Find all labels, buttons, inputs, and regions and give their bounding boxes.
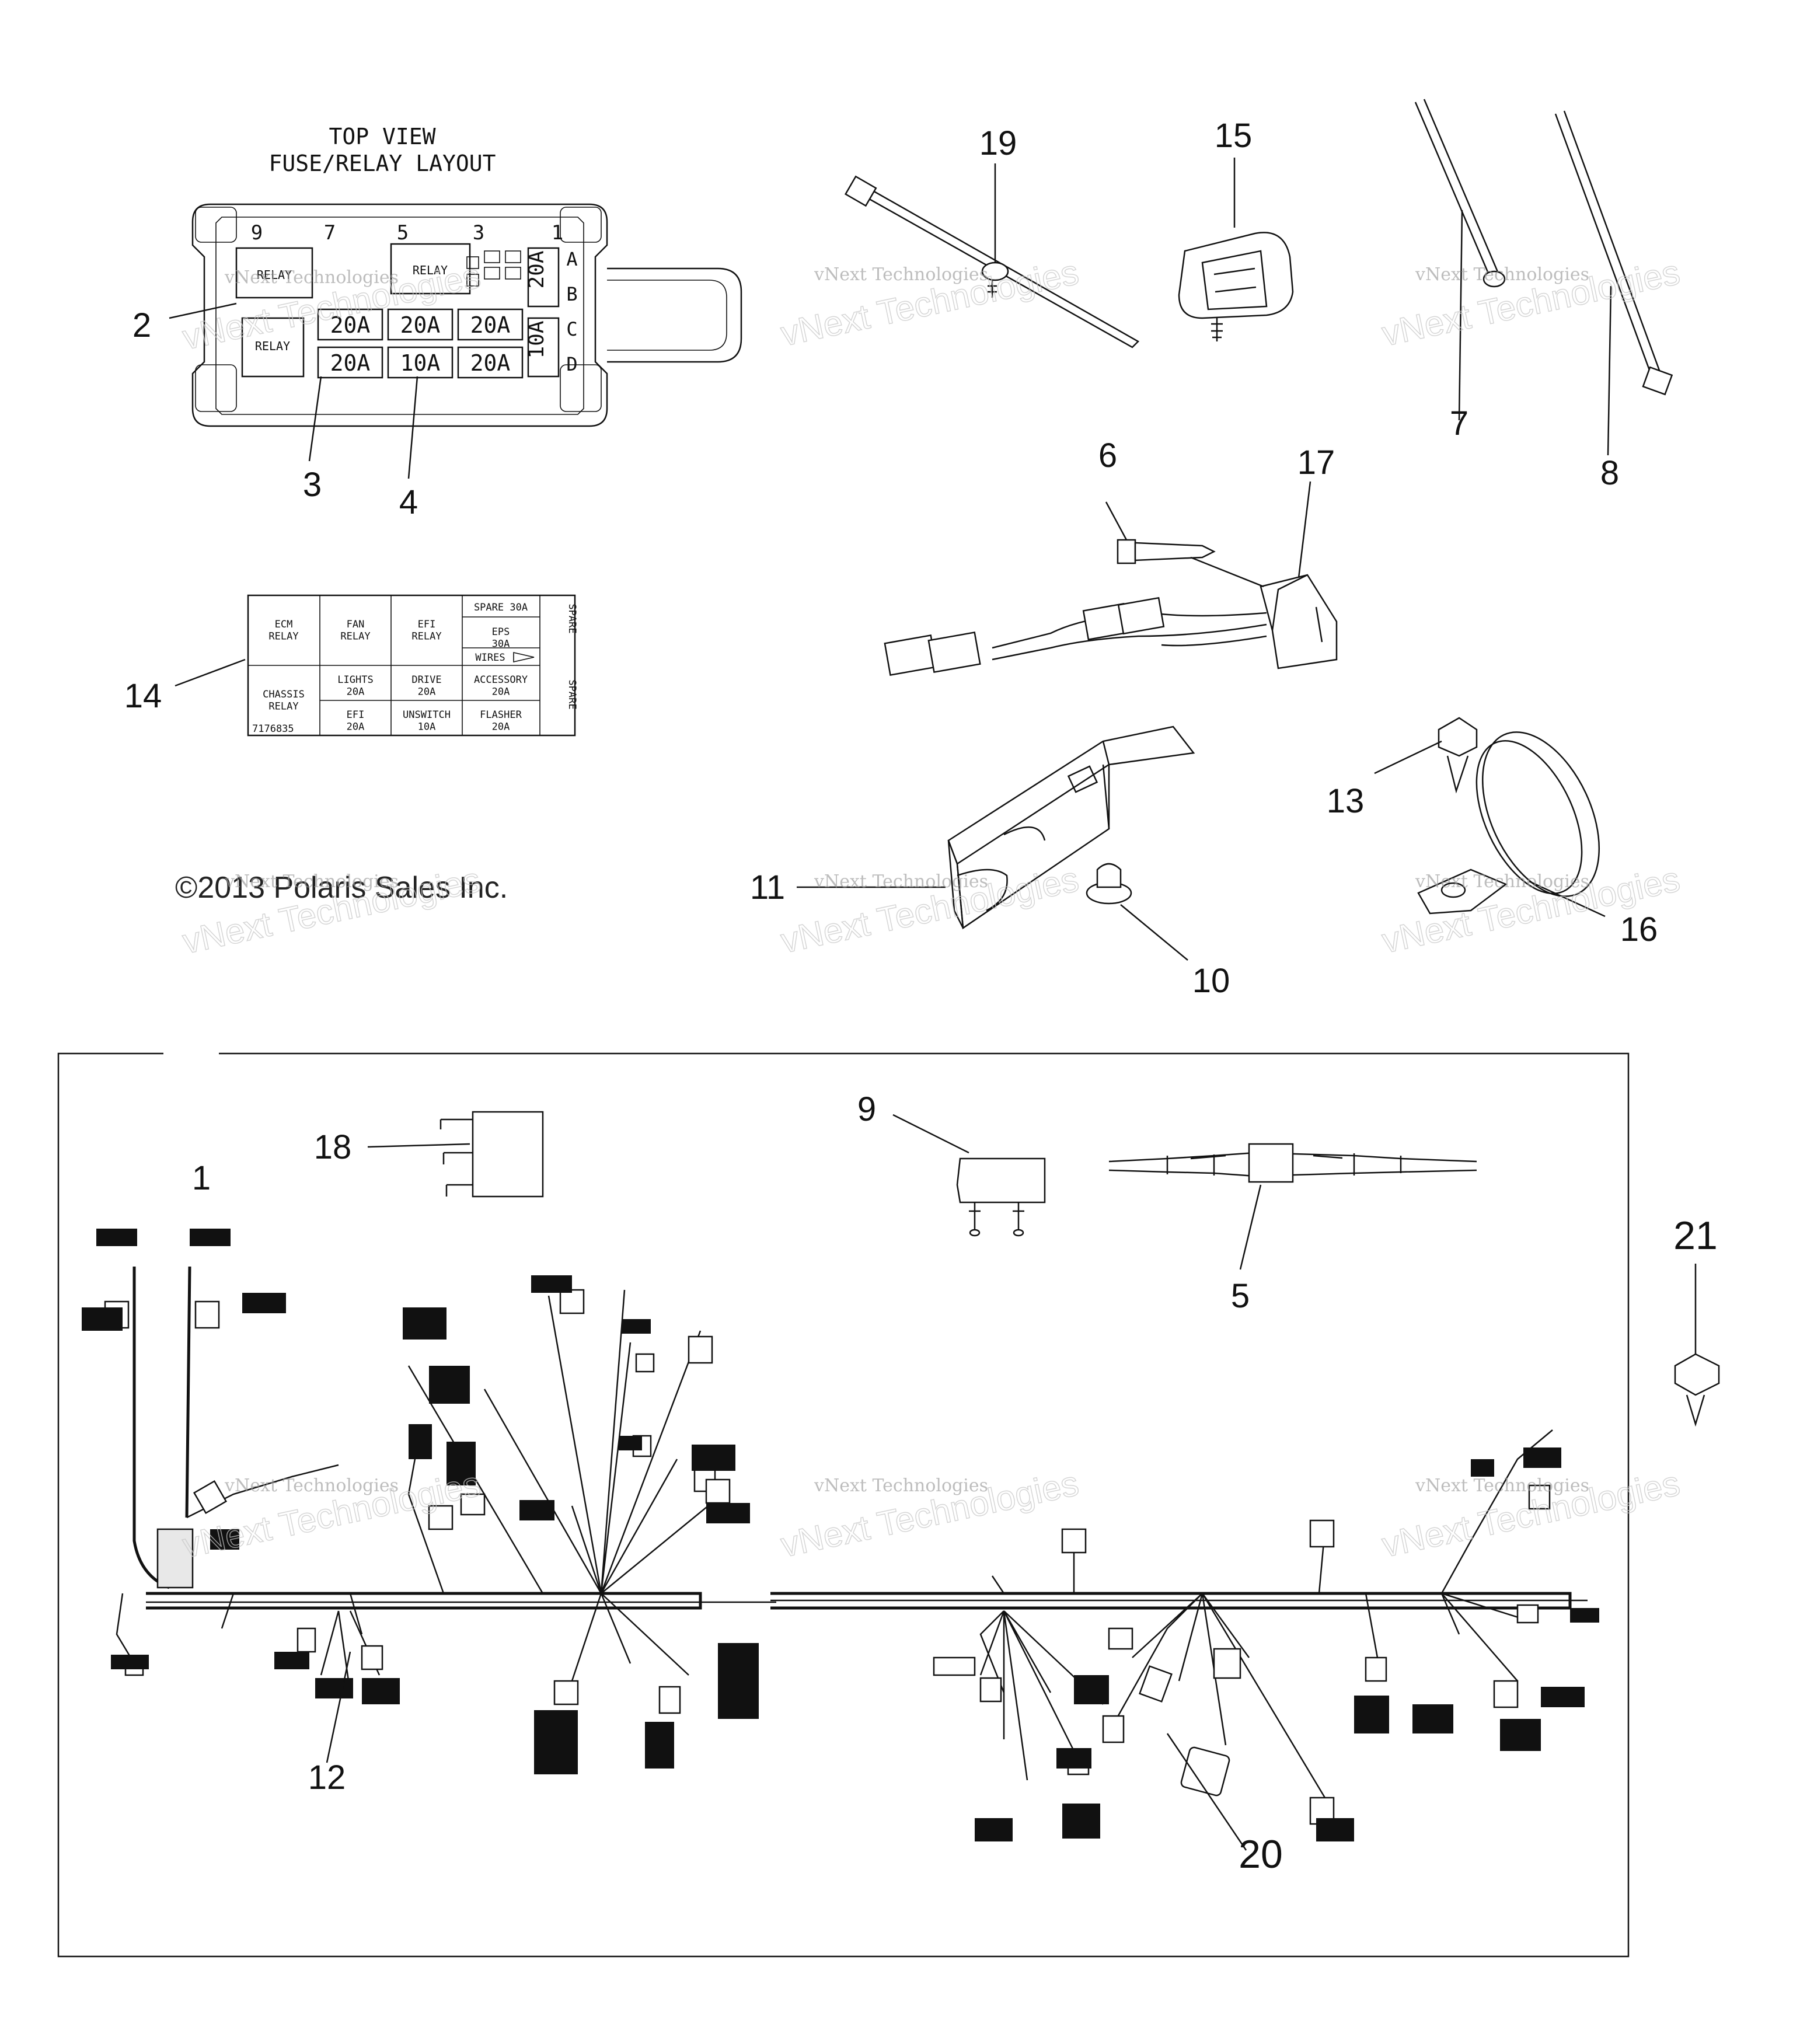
side-fuse-top: 20A	[525, 250, 549, 288]
callout-10: 10	[1192, 962, 1230, 1000]
card-part-number: 7176835	[252, 723, 294, 735]
part-harness-17	[884, 556, 1338, 676]
fuse-r1-c2: 20A	[400, 312, 441, 338]
callout-3: 3	[303, 466, 322, 504]
fuse-col-3: 3	[473, 221, 484, 245]
part-bolt-13	[1438, 717, 1478, 794]
watermark-5: vNext Technologies	[1415, 264, 1589, 285]
part-breaker-9	[956, 1157, 1046, 1237]
watermark-1: vNext Technologies	[224, 267, 399, 288]
relay-slot-1	[235, 247, 313, 299]
callout-1: 1	[192, 1159, 211, 1197]
callout-20: 20	[1239, 1832, 1283, 1876]
callout-6: 6	[1098, 437, 1117, 475]
callout-12: 12	[308, 1759, 346, 1797]
callout-7: 7	[1450, 404, 1468, 442]
callout-16: 16	[1620, 911, 1658, 948]
callout-17: 17	[1297, 444, 1335, 482]
watermark-3: vNext Technologies	[814, 264, 988, 285]
part-cable-tie-19	[844, 175, 1140, 348]
part-screw-6	[1117, 539, 1216, 564]
relay-slot-3	[241, 317, 305, 378]
card-spare-vertical-top: SPARE	[566, 604, 578, 633]
part-tie-8	[1554, 110, 1673, 396]
part-tie-7	[1414, 99, 1506, 288]
fuse-col-9: 9	[251, 221, 263, 245]
callout-11: 11	[750, 868, 785, 906]
part-bracket-11	[947, 725, 1195, 930]
fuse-r1-c1: 20A	[330, 312, 371, 338]
watermark-17: vNext Technologies	[1415, 1476, 1589, 1496]
callout-8: 8	[1600, 454, 1619, 492]
fuse-col-5: 5	[397, 221, 409, 245]
wiring-harness-left	[82, 1229, 776, 1774]
part-bolt-21	[1674, 1264, 1720, 1427]
fuse-r2-c2: 10A	[400, 350, 441, 376]
callout-2: 2	[132, 306, 151, 344]
fuse-col-7: 7	[324, 221, 336, 245]
svg-text:RELAY: RELAY	[413, 263, 448, 277]
watermark-7: vNext Technologies	[224, 871, 399, 892]
watermark-11: vNext Technologies	[1415, 871, 1589, 892]
callout-18: 18	[314, 1128, 352, 1166]
fuse-row-c: C	[566, 318, 577, 340]
watermark-15: vNext Technologies	[814, 1476, 988, 1496]
fuse-box-heading-1: TOP VIEW	[329, 124, 435, 149]
part-clip-15	[1178, 232, 1294, 341]
callout-19: 19	[979, 124, 1017, 162]
callout-15: 15	[1215, 117, 1253, 155]
card-wires: WIRES	[475, 652, 505, 664]
watermark-9: vNext Technologies	[814, 871, 988, 892]
svg-text:RELAY: RELAY	[255, 339, 290, 353]
part-relay-18	[439, 1111, 544, 1198]
fuse-row-b: B	[566, 283, 577, 305]
card-spare-30a: SPARE 30A	[474, 602, 528, 613]
callout-4: 4	[399, 483, 418, 521]
fuse-r2-c3: 20A	[470, 350, 511, 376]
svg-text:RELAY: RELAY	[257, 268, 292, 282]
callout-5: 5	[1231, 1277, 1250, 1315]
callout-labels: 1 2 3 4 5 6 7 8 9 10 11 12 13 14 15 16 1…	[124, 117, 1718, 1876]
fuse-col-1: 1	[552, 221, 563, 245]
card-spare-vertical-bottom: SPARE	[566, 679, 578, 709]
fuse-r1-c3: 20A	[470, 312, 511, 338]
callout-21: 21	[1673, 1213, 1718, 1258]
wiring-harness-right	[770, 1429, 1599, 1841]
fuse-r2-c1: 20A	[330, 350, 371, 376]
fuse-box-heading-2: FUSE/RELAY LAYOUT	[269, 151, 496, 176]
part-fuse-holder-5	[1108, 1143, 1477, 1183]
fuse-row-a: A	[566, 248, 577, 270]
fuse-row-d: D	[566, 353, 577, 375]
part-rivet-10	[1086, 863, 1132, 905]
callout-13: 13	[1327, 782, 1365, 820]
watermarks: vNext Technologies vNext Technologies vN…	[179, 252, 1683, 1566]
callout-9: 9	[857, 1090, 876, 1128]
callout-14: 14	[124, 677, 162, 715]
watermark-13: vNext Technologies	[224, 1476, 399, 1496]
copyright-text: ©2013 Polaris Sales Inc.	[175, 871, 508, 905]
part-clamp-16	[1417, 731, 1600, 915]
fuse-relay-box: TOP VIEW FUSE/RELAY LAYOUT 9 7 5 3 1 A B…	[191, 124, 742, 427]
harness-frame	[57, 1052, 1630, 1958]
side-fuse-bottom: 10A	[525, 320, 549, 358]
